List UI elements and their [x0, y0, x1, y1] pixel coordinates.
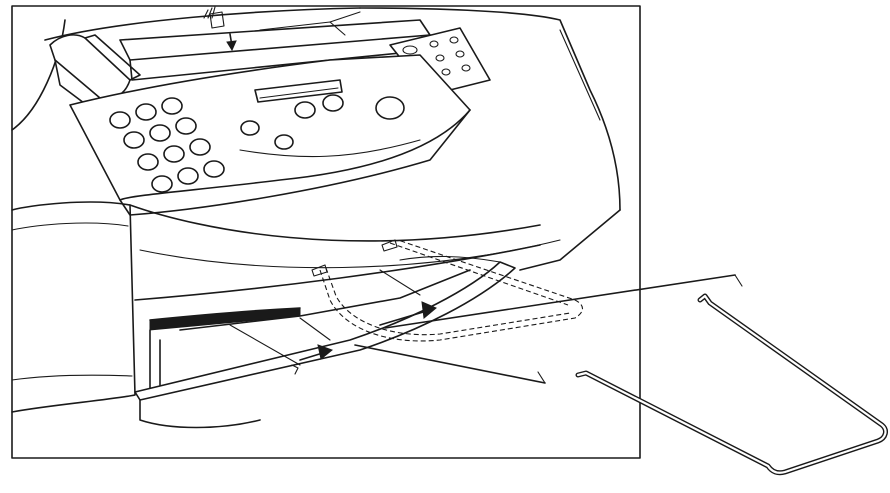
output-tray: [134, 239, 516, 429]
keypad-key: [163, 145, 185, 163]
keypad-key: [189, 138, 211, 156]
keypad-key: [175, 117, 197, 135]
keypad-key: [177, 167, 199, 185]
keypad-key: [123, 131, 145, 149]
wire-paper-support: [575, 293, 888, 476]
keypad-key: [429, 40, 439, 48]
callout-leader: [354, 274, 743, 384]
keypad-key: [161, 97, 183, 115]
keypad-key: [151, 175, 173, 193]
down-arrow-icon: [226, 33, 237, 52]
keypad-key: [461, 64, 471, 72]
machine-body: [11, 7, 621, 413]
panel-button: [240, 120, 260, 136]
keypad-key: [455, 50, 465, 58]
operation-panel: [69, 54, 471, 216]
keypad-key: [203, 160, 225, 178]
keypad-key: [435, 54, 445, 62]
keypad-key: [449, 36, 459, 44]
start-button: [375, 96, 405, 120]
keypad-key: [135, 103, 157, 121]
keypad-key: [137, 153, 159, 171]
illustration-frame: [11, 5, 641, 459]
keypad-key: [109, 111, 131, 129]
keypad-key: [149, 124, 171, 142]
lcd-display: [254, 79, 343, 103]
hand-feed-icon: [203, 6, 225, 29]
secondary-keypad: [389, 27, 491, 96]
insertion-arrow-left: [299, 344, 334, 361]
support-placement-outline: [319, 239, 584, 342]
keypad-key: [441, 68, 451, 76]
panel-button: [294, 101, 316, 119]
support-slot-left: [311, 264, 328, 277]
panel-button: [322, 94, 344, 112]
support-slot-right: [381, 239, 398, 252]
panel-button: [274, 134, 294, 150]
insertion-arrow-right: [379, 301, 437, 326]
keypad-key: [402, 45, 418, 55]
numeric-keypad: [109, 97, 225, 193]
